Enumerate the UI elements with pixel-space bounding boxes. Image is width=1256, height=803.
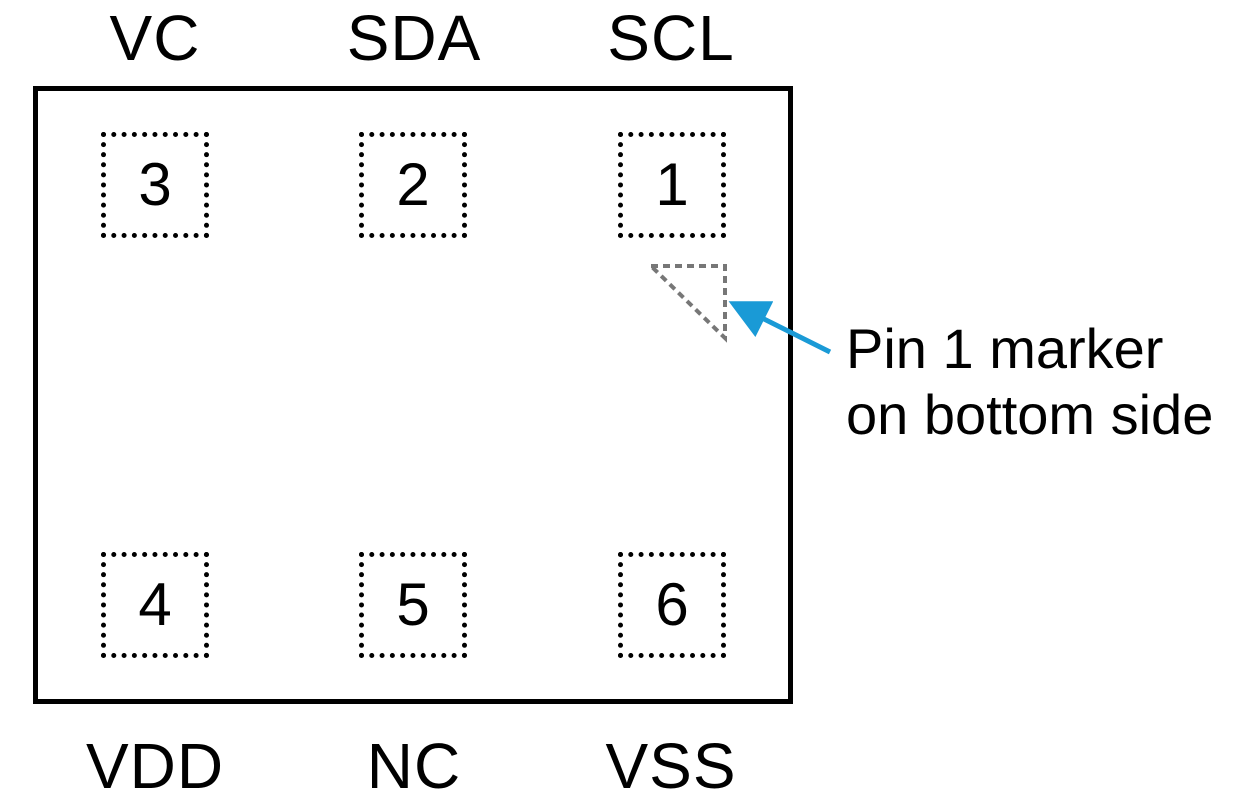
pin1-marker-callout: Pin 1 marker on bottom side	[846, 316, 1213, 448]
pad-2: 2	[359, 132, 467, 238]
package-outline: 3 2 1 4 5 6	[33, 86, 793, 704]
pin-name-vc: VC	[109, 2, 201, 74]
pin-name-nc: NC	[366, 730, 462, 802]
callout-line-1: Pin 1 marker	[846, 317, 1164, 380]
callout-arrow	[728, 301, 832, 355]
pad-4: 4	[101, 552, 209, 658]
pin-name-vdd: VDD	[85, 730, 225, 802]
pad-1: 1	[618, 132, 726, 238]
callout-line-2: on bottom side	[846, 383, 1214, 447]
pin1-marker-triangle	[646, 264, 727, 343]
pad-5: 5	[359, 552, 467, 658]
pad-3: 3	[101, 132, 209, 238]
pin-name-scl: SCL	[607, 2, 735, 74]
pad-6: 6	[618, 552, 726, 658]
pin-name-vss: VSS	[605, 730, 737, 802]
pin-name-sda: SDA	[346, 2, 482, 74]
